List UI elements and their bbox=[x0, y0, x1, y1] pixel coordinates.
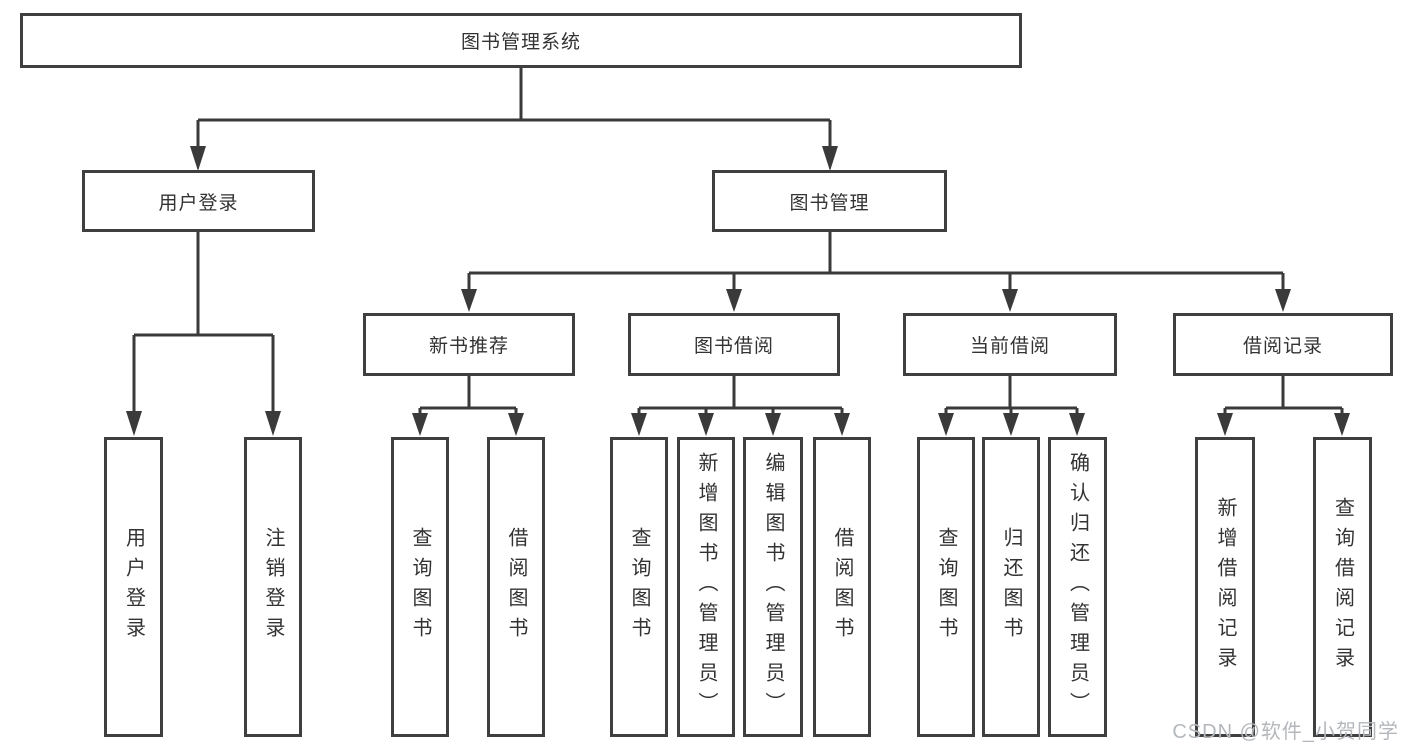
node-borrowing-records: 借阅记录 bbox=[1173, 313, 1393, 376]
node-label: 用户登录 bbox=[122, 527, 145, 647]
node-label: 借阅图书 bbox=[831, 527, 853, 647]
node-label: 注销登录 bbox=[262, 527, 284, 647]
node-label: 查询图书 bbox=[935, 527, 957, 647]
node-label: 图书借阅 bbox=[693, 336, 774, 357]
node-query-books-2: 查询图书 bbox=[610, 437, 668, 737]
csdn-watermark: CSDN @软件_小贺同学 bbox=[1172, 721, 1399, 743]
node-edit-books-admin: 编辑图书（管理员） bbox=[743, 437, 803, 737]
node-user-login-leaf: 用户登录 bbox=[104, 437, 163, 737]
node-query-borrow-record: 查询借阅记录 bbox=[1313, 437, 1372, 737]
node-return-books: 归还图书 bbox=[982, 437, 1040, 737]
node-book-borrowing: 图书借阅 bbox=[628, 313, 840, 376]
node-user-login: 用户登录 bbox=[82, 170, 315, 232]
node-library-management-system: 图书管理系统 bbox=[20, 13, 1022, 68]
arrowheads bbox=[126, 146, 1350, 436]
node-current-borrowing: 当前借阅 bbox=[903, 313, 1117, 376]
node-label: 图书管理 bbox=[789, 192, 870, 214]
node-label: 确认归还（管理员） bbox=[1066, 452, 1089, 722]
node-label: 用户登录 bbox=[158, 192, 239, 214]
node-borrow-books-2: 借阅图书 bbox=[813, 437, 871, 737]
node-book-management: 图书管理 bbox=[712, 170, 947, 232]
node-borrow-books-1: 借阅图书 bbox=[487, 437, 545, 737]
node-label: 新增借阅记录 bbox=[1214, 497, 1236, 677]
node-label: 当前借阅 bbox=[969, 336, 1050, 357]
node-add-borrow-record: 新增借阅记录 bbox=[1195, 437, 1255, 737]
node-query-books-3: 查询图书 bbox=[917, 437, 975, 737]
node-label: 借阅图书 bbox=[505, 527, 527, 647]
node-label: 新增图书（管理员） bbox=[695, 452, 717, 722]
node-new-book-recommendation: 新书推荐 bbox=[363, 313, 575, 376]
node-confirm-return-admin: 确认归还（管理员） bbox=[1048, 437, 1107, 737]
node-label: 借阅记录 bbox=[1242, 336, 1323, 357]
node-label: 查询借阅记录 bbox=[1331, 497, 1354, 677]
node-query-books-1: 查询图书 bbox=[391, 437, 449, 737]
node-logout: 注销登录 bbox=[244, 437, 302, 737]
node-label: 新书推荐 bbox=[428, 336, 509, 357]
node-label: 查询图书 bbox=[628, 527, 650, 647]
node-label: 归还图书 bbox=[1000, 527, 1022, 647]
node-label: 编辑图书（管理员） bbox=[762, 452, 784, 722]
node-label: 图书管理系统 bbox=[460, 32, 581, 53]
node-label: 查询图书 bbox=[409, 527, 431, 647]
node-add-books-admin: 新增图书（管理员） bbox=[677, 437, 735, 737]
